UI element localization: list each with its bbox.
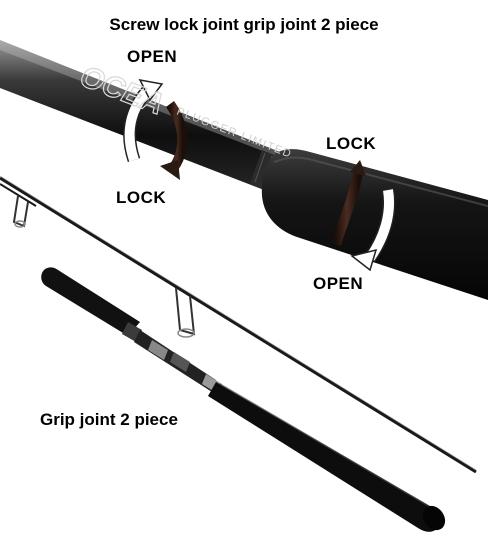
- handle-assembly: [41, 267, 446, 532]
- page-title: Screw lock joint grip joint 2 piece: [109, 15, 379, 34]
- full-rod: [0, 175, 477, 474]
- lock-label-lower: LOCK: [326, 134, 377, 153]
- open-label-lower: OPEN: [313, 274, 364, 293]
- rotation-arrow-lower: [331, 160, 396, 272]
- grip-joint-caption: Grip joint 2 piece: [40, 410, 178, 429]
- closeup-grip: [261, 149, 488, 300]
- line-guide-tip: [12, 195, 29, 228]
- rotation-arrow-upper: [123, 78, 188, 180]
- open-label-upper: OPEN: [127, 47, 178, 66]
- line-guide-mid: [175, 287, 196, 338]
- lock-label-upper: LOCK: [116, 188, 167, 207]
- closeup-blank: [0, 40, 302, 200]
